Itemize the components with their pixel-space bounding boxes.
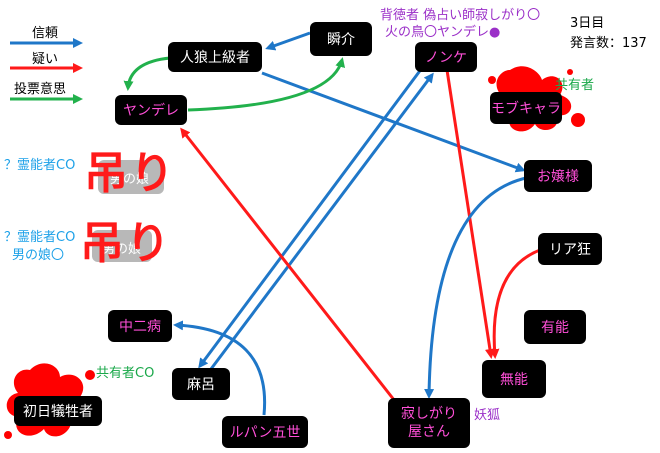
label-reinou-1: ？霊能者CO: [4, 158, 76, 173]
node-mobuchara[interactable]: モブキャラ: [490, 92, 562, 124]
node-otoko-no-ko-1-bg: [98, 160, 164, 194]
node-sabishigari-line-1: 寂しがり: [401, 406, 457, 422]
node-otoko-no-ko-2[interactable]: 男の娘: [102, 242, 142, 257]
arrow-shunsuke-to-jinrou: [265, 31, 311, 51]
hanged-mark-1: 吊り: [84, 148, 176, 199]
node-nonke[interactable]: ノンケ: [415, 42, 477, 72]
claims-line-1: 背徳者 偽占い師寂しがり〇: [380, 8, 541, 23]
node-munou[interactable]: 無能: [482, 360, 546, 398]
node-jinrou-joukyuusha[interactable]: 人狼上級者: [168, 42, 262, 72]
legend-suspect-label: 疑い: [32, 52, 59, 67]
node-shunsuke[interactable]: 瞬介: [310, 22, 372, 56]
arrow-asakura-to-nonke: [206, 72, 434, 374]
node-lupin[interactable]: ルパン五世: [222, 416, 308, 448]
node-sabishigari-line-2: 屋さん: [408, 424, 450, 440]
node-asakura[interactable]: 麻呂: [172, 368, 230, 400]
arrow-nonke-to-asakura: [198, 67, 424, 369]
legend-vote-label: 投票意思: [14, 82, 67, 97]
label-youko: 妖狐: [474, 408, 501, 423]
label-otoko-no-ko-claim: 男の娘〇: [12, 248, 65, 263]
node-yuunou[interactable]: 有能: [524, 310, 586, 344]
node-shonichi[interactable]: 初日犠牲者: [14, 396, 102, 426]
node-otoko-no-ko-2-bg: [92, 230, 152, 262]
day-counter: 3日目: [570, 16, 605, 31]
node-ria-kyou[interactable]: リア狂: [538, 233, 602, 265]
node-ojousama[interactable]: お嬢様: [524, 160, 592, 192]
arrow-sabishigari-to-yandere: [180, 127, 400, 406]
legend-trust-label: 信頼: [32, 26, 59, 41]
label-reinou-2: ？霊能者CO: [4, 230, 76, 245]
label-kyouyuusha-top: 共有者: [555, 78, 595, 93]
claims-line-2: 火の鳥〇ヤンデレ●: [385, 25, 501, 40]
node-yandere[interactable]: ヤンデレ: [115, 95, 187, 125]
node-sabishigari[interactable]: 寂しがり 屋さん: [388, 398, 470, 448]
node-otoko-no-ko-1[interactable]: 男の娘: [110, 172, 150, 187]
node-chuunibyou[interactable]: 中二病: [108, 310, 172, 342]
hanged-mark-2: 吊り: [80, 218, 172, 269]
arrow-jinrou-to-yandere: [123, 56, 171, 91]
label-kyouyuusha-bottom: 共有者CO: [96, 366, 155, 381]
post-count: 発言数：137: [570, 36, 647, 51]
